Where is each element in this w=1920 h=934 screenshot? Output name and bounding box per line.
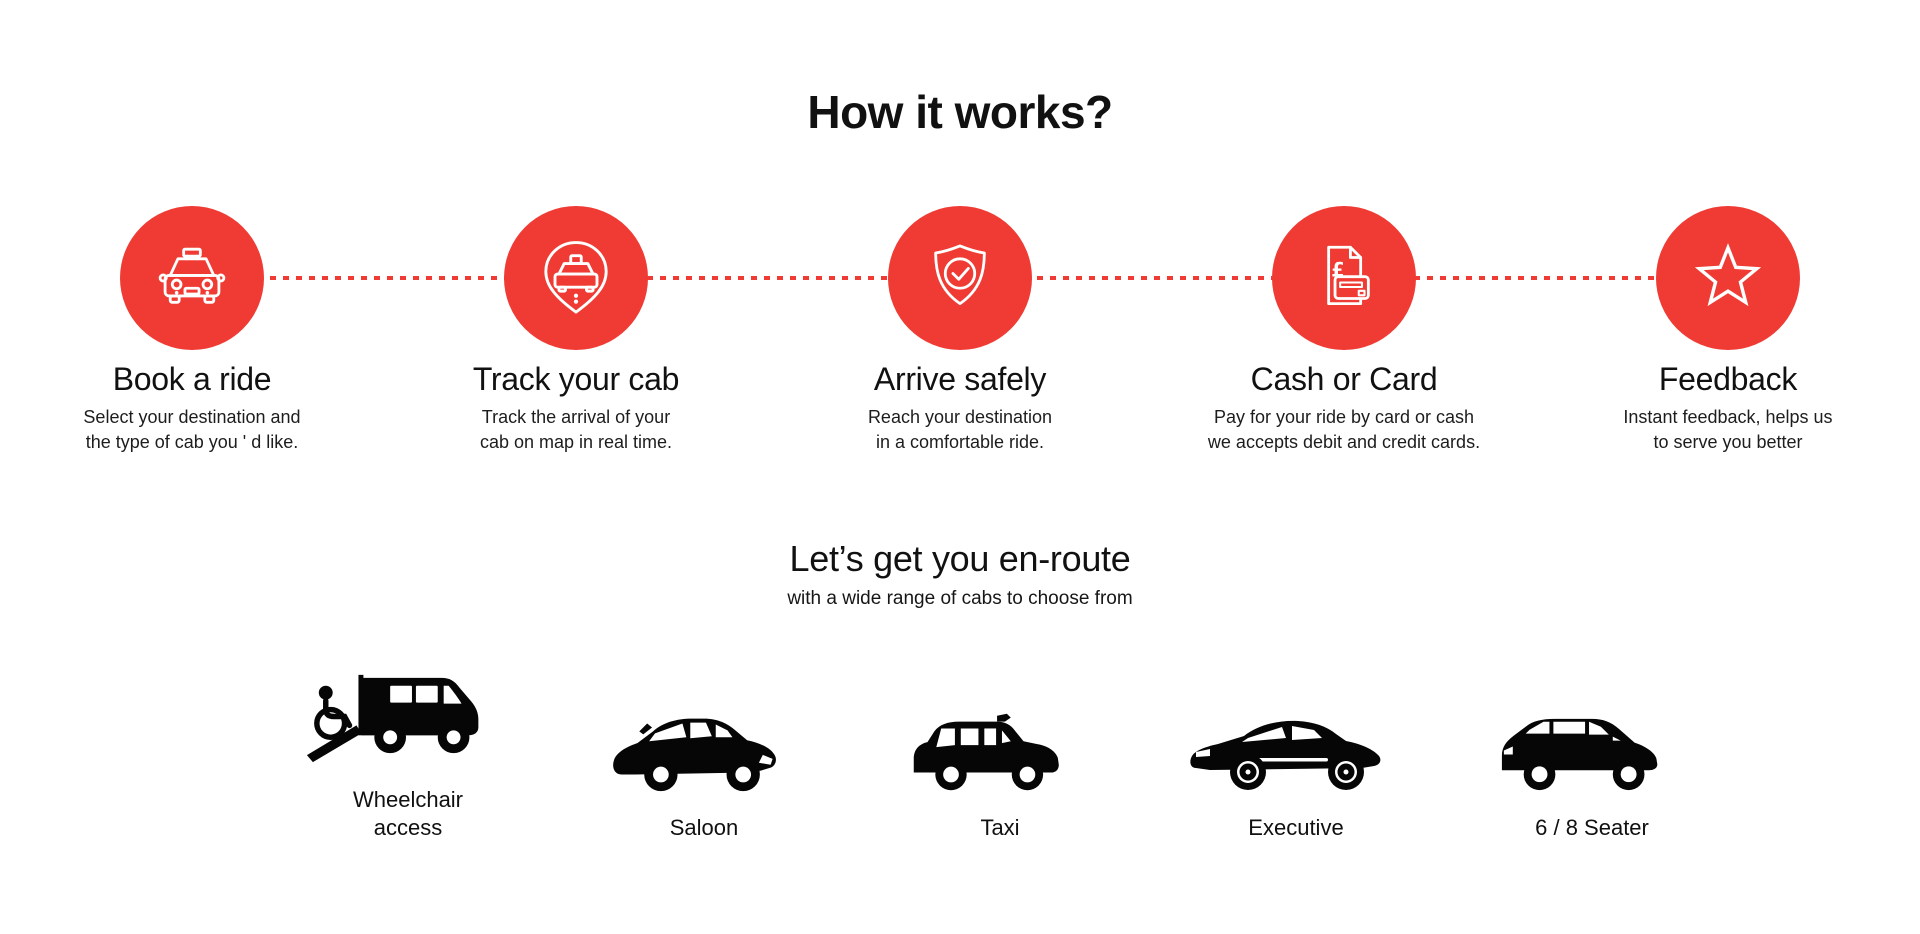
step-title: Arrive safely (873, 361, 1047, 397)
six-eight-seater-icon (1501, 718, 1658, 791)
step-icon-circle (120, 206, 264, 350)
wheelchair-access-van-icon (306, 674, 479, 763)
vehicle-label: Wheelchair access (352, 787, 464, 840)
step-title: Cash or Card (1250, 361, 1438, 397)
fleet-section: Let’s get you en-route with a wide range… (0, 541, 1920, 842)
vehicle-label: Saloon (669, 815, 739, 840)
step-description: Reach your destination in a comfortable … (867, 407, 1053, 452)
step-cash-or-card: £ Cash or Card Pay for your ride by card… (1152, 206, 1536, 455)
executive-car-icon (1190, 720, 1381, 790)
vehicle-label: 6 / 8 Seater (1535, 815, 1649, 840)
step-track-your-cab: Track your cab Track the arrival of your… (384, 206, 768, 455)
vehicle-6-8-seater: 6 / 8 Seater (1444, 701, 1740, 842)
fleet-subtitle: with a wide range of cabs to choose from (787, 588, 1133, 609)
cab-location-pin-icon (544, 241, 608, 314)
step-icon-circle: £ (1272, 206, 1416, 350)
step-title: Track your cab (472, 361, 680, 397)
vehicle-wheelchair-access: Wheelchair access (260, 658, 556, 842)
step-arrive-safely: Arrive safely Reach your destination in … (768, 206, 1152, 455)
step-icon-circle (504, 206, 648, 350)
shield-check-icon (934, 244, 986, 306)
vehicles-row: Wheelchair access Saloon (40, 658, 1920, 842)
steps-row: Book a ride Select your destination and … (0, 206, 1920, 455)
star-icon (1694, 243, 1762, 307)
step-description: Pay for your ride by card or cash we acc… (1207, 407, 1481, 452)
step-icon-circle (888, 206, 1032, 350)
step-description: Track the arrival of your cab on map in … (479, 407, 673, 452)
step-title: Book a ride (112, 361, 272, 397)
fleet-title: Let’s get you en-route (789, 538, 1131, 579)
vehicle-saloon: Saloon (556, 702, 852, 842)
invoice-card-icon: £ (1327, 245, 1370, 306)
vehicle-label: Taxi (980, 815, 1020, 840)
step-description: Select your destination and the type of … (83, 407, 301, 452)
black-cab-icon (913, 713, 1059, 791)
step-book-a-ride: Book a ride Select your destination and … (0, 206, 384, 455)
step-description: Instant feedback, helps us to serve you … (1623, 407, 1833, 452)
vehicle-taxi: Taxi (852, 702, 1148, 842)
saloon-car-icon (613, 718, 776, 792)
vehicle-executive: Executive (1148, 700, 1444, 842)
step-icon-circle (1656, 206, 1800, 350)
how-it-works-section: How it works? (0, 88, 1920, 455)
taxi-front-icon (158, 247, 226, 304)
page-title: How it works? (807, 86, 1113, 138)
step-feedback: Feedback Instant feedback, helps us to s… (1536, 206, 1920, 455)
vehicle-label: Executive (1248, 815, 1344, 840)
step-title: Feedback (1658, 361, 1798, 397)
